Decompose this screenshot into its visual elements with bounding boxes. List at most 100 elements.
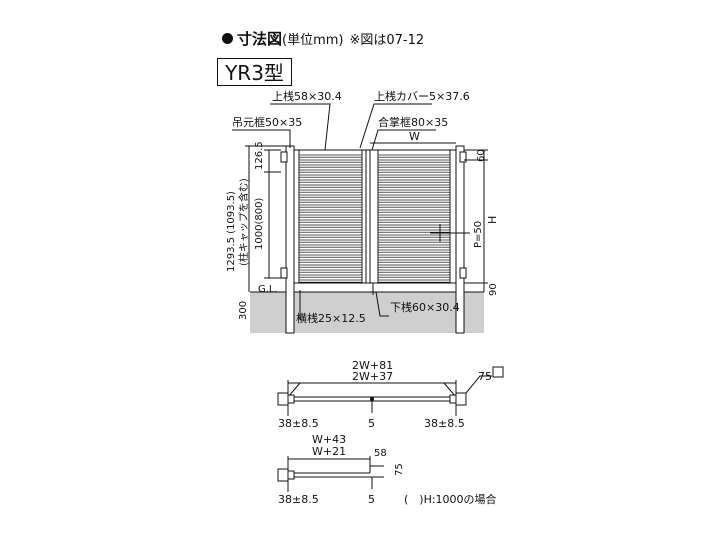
slat bbox=[377, 194, 451, 198]
slat bbox=[298, 249, 363, 253]
plan-double-left-gap: 38±8.5 bbox=[278, 417, 319, 430]
slat bbox=[298, 244, 363, 248]
plan-double-right-post bbox=[455, 392, 467, 406]
slat bbox=[298, 154, 363, 158]
slat bbox=[298, 184, 363, 188]
slat bbox=[377, 204, 451, 208]
slat bbox=[298, 274, 363, 278]
square-post-icon bbox=[492, 366, 504, 378]
label-dim-60: 60 bbox=[476, 149, 487, 162]
slat bbox=[377, 234, 451, 238]
slat bbox=[377, 219, 451, 223]
slat bbox=[298, 169, 363, 173]
left-bottom-hinge bbox=[280, 267, 288, 279]
label-cap-note: (柱キャップを含む) bbox=[237, 178, 250, 266]
plan-single-left-post bbox=[277, 468, 289, 482]
slat bbox=[377, 169, 451, 173]
plan-view-double bbox=[277, 366, 504, 416]
right-top-hinge bbox=[459, 151, 467, 163]
slat bbox=[377, 164, 451, 168]
elevation-view bbox=[232, 103, 488, 334]
slat bbox=[377, 189, 451, 193]
plan-single-post: 75 bbox=[394, 463, 405, 476]
plan-view-single bbox=[277, 456, 384, 492]
leader-bottom-rail bbox=[375, 291, 389, 317]
slat bbox=[298, 234, 363, 238]
label-hinge-frame: 吊元框50×35 bbox=[232, 116, 302, 129]
slat bbox=[377, 179, 451, 183]
slat bbox=[377, 249, 451, 253]
leader-top-rail bbox=[270, 103, 331, 151]
slat bbox=[377, 259, 451, 263]
slat bbox=[298, 189, 363, 193]
label-dim-1293: 1293.5 (1093.5) bbox=[226, 191, 237, 272]
bullet-icon bbox=[222, 33, 233, 44]
slat bbox=[377, 264, 451, 268]
label-dim-300: 300 bbox=[238, 301, 249, 320]
slat bbox=[298, 194, 363, 198]
plan-double-right-gap: 38±8.5 bbox=[424, 417, 465, 430]
plan-double-post-leader bbox=[465, 375, 492, 394]
slat bbox=[298, 164, 363, 168]
slat bbox=[298, 209, 363, 213]
label-pitch: P=50 bbox=[473, 221, 484, 248]
slat bbox=[377, 154, 451, 158]
slat bbox=[377, 214, 451, 218]
leader-meeting-frame bbox=[371, 129, 436, 151]
slat bbox=[377, 269, 451, 273]
plan-single-frame-depth: 58 bbox=[374, 448, 387, 459]
plan-double-inner: 2W+37 bbox=[352, 370, 393, 383]
slat bbox=[298, 259, 363, 263]
model-label: YR3型 bbox=[217, 58, 292, 86]
left-slats bbox=[298, 154, 363, 283]
slat bbox=[298, 264, 363, 268]
slat bbox=[377, 209, 451, 213]
label-height: H bbox=[486, 216, 499, 224]
slat bbox=[298, 199, 363, 203]
heading-title: 寸法図 bbox=[237, 30, 283, 48]
slat bbox=[377, 159, 451, 163]
plan-double-outer: 2W+81 bbox=[352, 359, 393, 372]
label-dim-90: 90 bbox=[488, 283, 499, 296]
slat bbox=[377, 199, 451, 203]
slat bbox=[377, 224, 451, 228]
label-width: W bbox=[409, 130, 420, 143]
section-heading: 寸法図(単位mm) ※図は07-12 bbox=[222, 28, 424, 49]
plan-double-left-post bbox=[277, 392, 289, 406]
plan-double-post: 75 bbox=[478, 370, 492, 383]
leader-top-cover bbox=[359, 103, 432, 149]
slat bbox=[298, 229, 363, 233]
left-top-hinge bbox=[280, 151, 288, 163]
heading-note: ※図は07-12 bbox=[349, 33, 425, 48]
footnote: ( )H:1000の場合 bbox=[404, 492, 497, 506]
left-post bbox=[285, 145, 295, 334]
plan-single-outer: W+43 bbox=[312, 433, 346, 446]
slat bbox=[298, 219, 363, 223]
slat bbox=[377, 254, 451, 258]
plan-double-center-gap: 5 bbox=[368, 417, 375, 430]
label-dim-126-5: 126.5 bbox=[254, 141, 265, 170]
slat bbox=[298, 269, 363, 273]
slat bbox=[298, 159, 363, 163]
slat bbox=[377, 184, 451, 188]
slat bbox=[377, 244, 451, 248]
label-meeting-frame: 合掌框80×35 bbox=[378, 115, 448, 129]
plan-single-left-gap: 38±8.5 bbox=[278, 493, 319, 506]
slat bbox=[298, 214, 363, 218]
label-bottom-rail: 下桟60×30.4 bbox=[390, 300, 460, 314]
slat bbox=[377, 274, 451, 278]
leader-hinge-frame bbox=[232, 129, 291, 148]
right-bottom-hinge bbox=[459, 267, 467, 279]
plan-single-inner: W+21 bbox=[312, 445, 346, 458]
slat bbox=[298, 179, 363, 183]
slat bbox=[377, 279, 451, 283]
label-slat: 横桟25×12.5 bbox=[296, 311, 366, 325]
heading-unit: (単位mm) bbox=[282, 33, 344, 48]
label-ground-level: G.L. bbox=[258, 284, 278, 295]
slat bbox=[377, 174, 451, 178]
label-top-rail: 上桟58×30.4 bbox=[272, 89, 342, 103]
right-slats bbox=[377, 154, 451, 283]
slat bbox=[298, 174, 363, 178]
slat bbox=[298, 224, 363, 228]
